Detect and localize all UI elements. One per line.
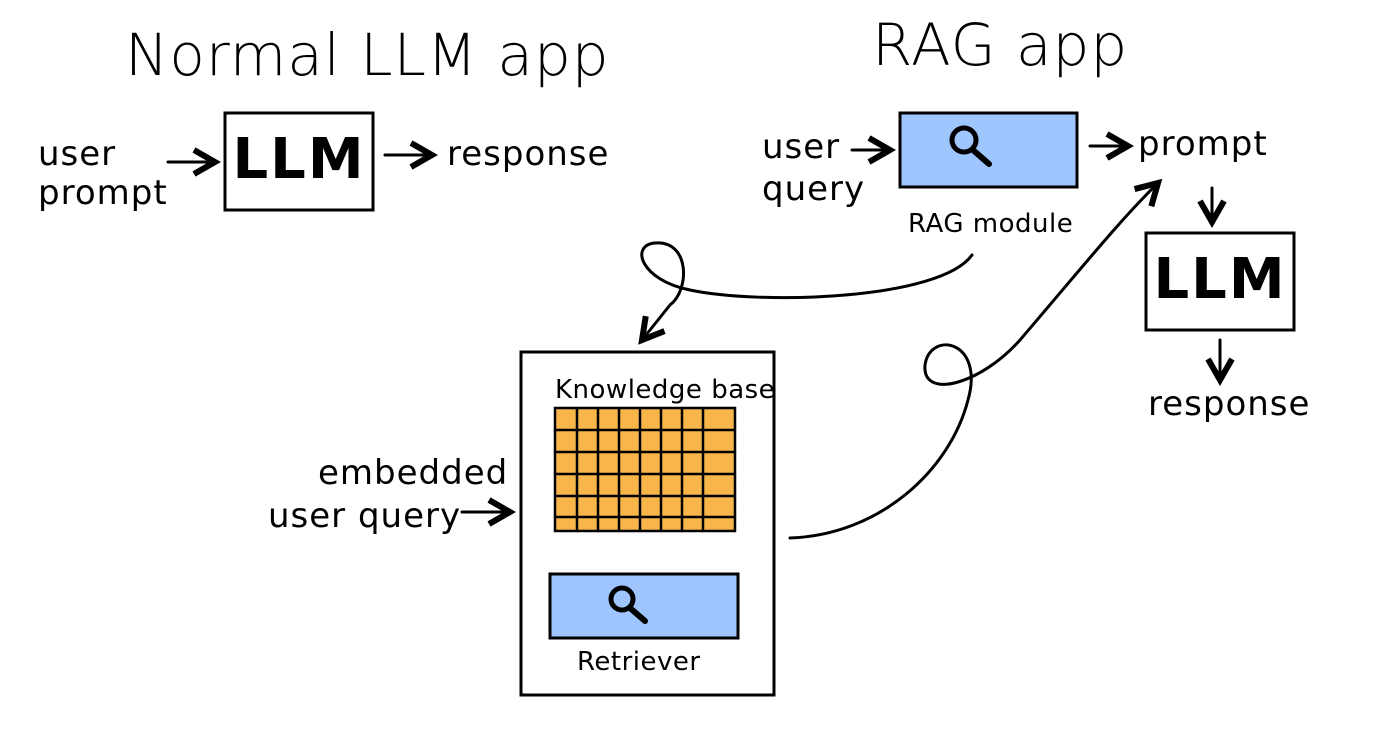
rag-output: response bbox=[1148, 384, 1310, 424]
embedded-line2: user query bbox=[268, 496, 461, 536]
search-icon bbox=[949, 125, 992, 167]
normal-llm-box bbox=[223, 111, 375, 212]
knowledge-base-label: Knowledge base bbox=[555, 375, 775, 405]
knowledge-base-grid bbox=[553, 406, 737, 533]
rag-input-line1: user bbox=[762, 127, 840, 167]
retriever-label: Retriever bbox=[577, 647, 701, 677]
embedded-line1: embedded bbox=[318, 453, 508, 493]
rag-module-box bbox=[898, 111, 1079, 189]
rag-prompt: prompt bbox=[1138, 124, 1268, 164]
search-icon bbox=[608, 585, 648, 624]
retriever-box bbox=[548, 572, 740, 640]
knowledge-base-gridlines bbox=[553, 406, 737, 533]
arrow-icon bbox=[642, 241, 974, 340]
rag-module-label: RAG module bbox=[908, 209, 1073, 239]
normal-input-line2: prompt bbox=[38, 173, 168, 213]
rag-llm-label: LLM bbox=[1153, 247, 1286, 312]
normal-input-line1: user bbox=[38, 134, 116, 174]
arrow-icon bbox=[788, 183, 1158, 540]
normal-app-title: Normal LLM app bbox=[125, 21, 610, 89]
rag-app-title: RAG app bbox=[872, 11, 1128, 79]
rag-llm-box bbox=[1144, 231, 1296, 332]
normal-llm-label: LLM bbox=[232, 127, 365, 192]
normal-output: response bbox=[447, 134, 609, 174]
rag-input-line2: query bbox=[762, 169, 865, 209]
